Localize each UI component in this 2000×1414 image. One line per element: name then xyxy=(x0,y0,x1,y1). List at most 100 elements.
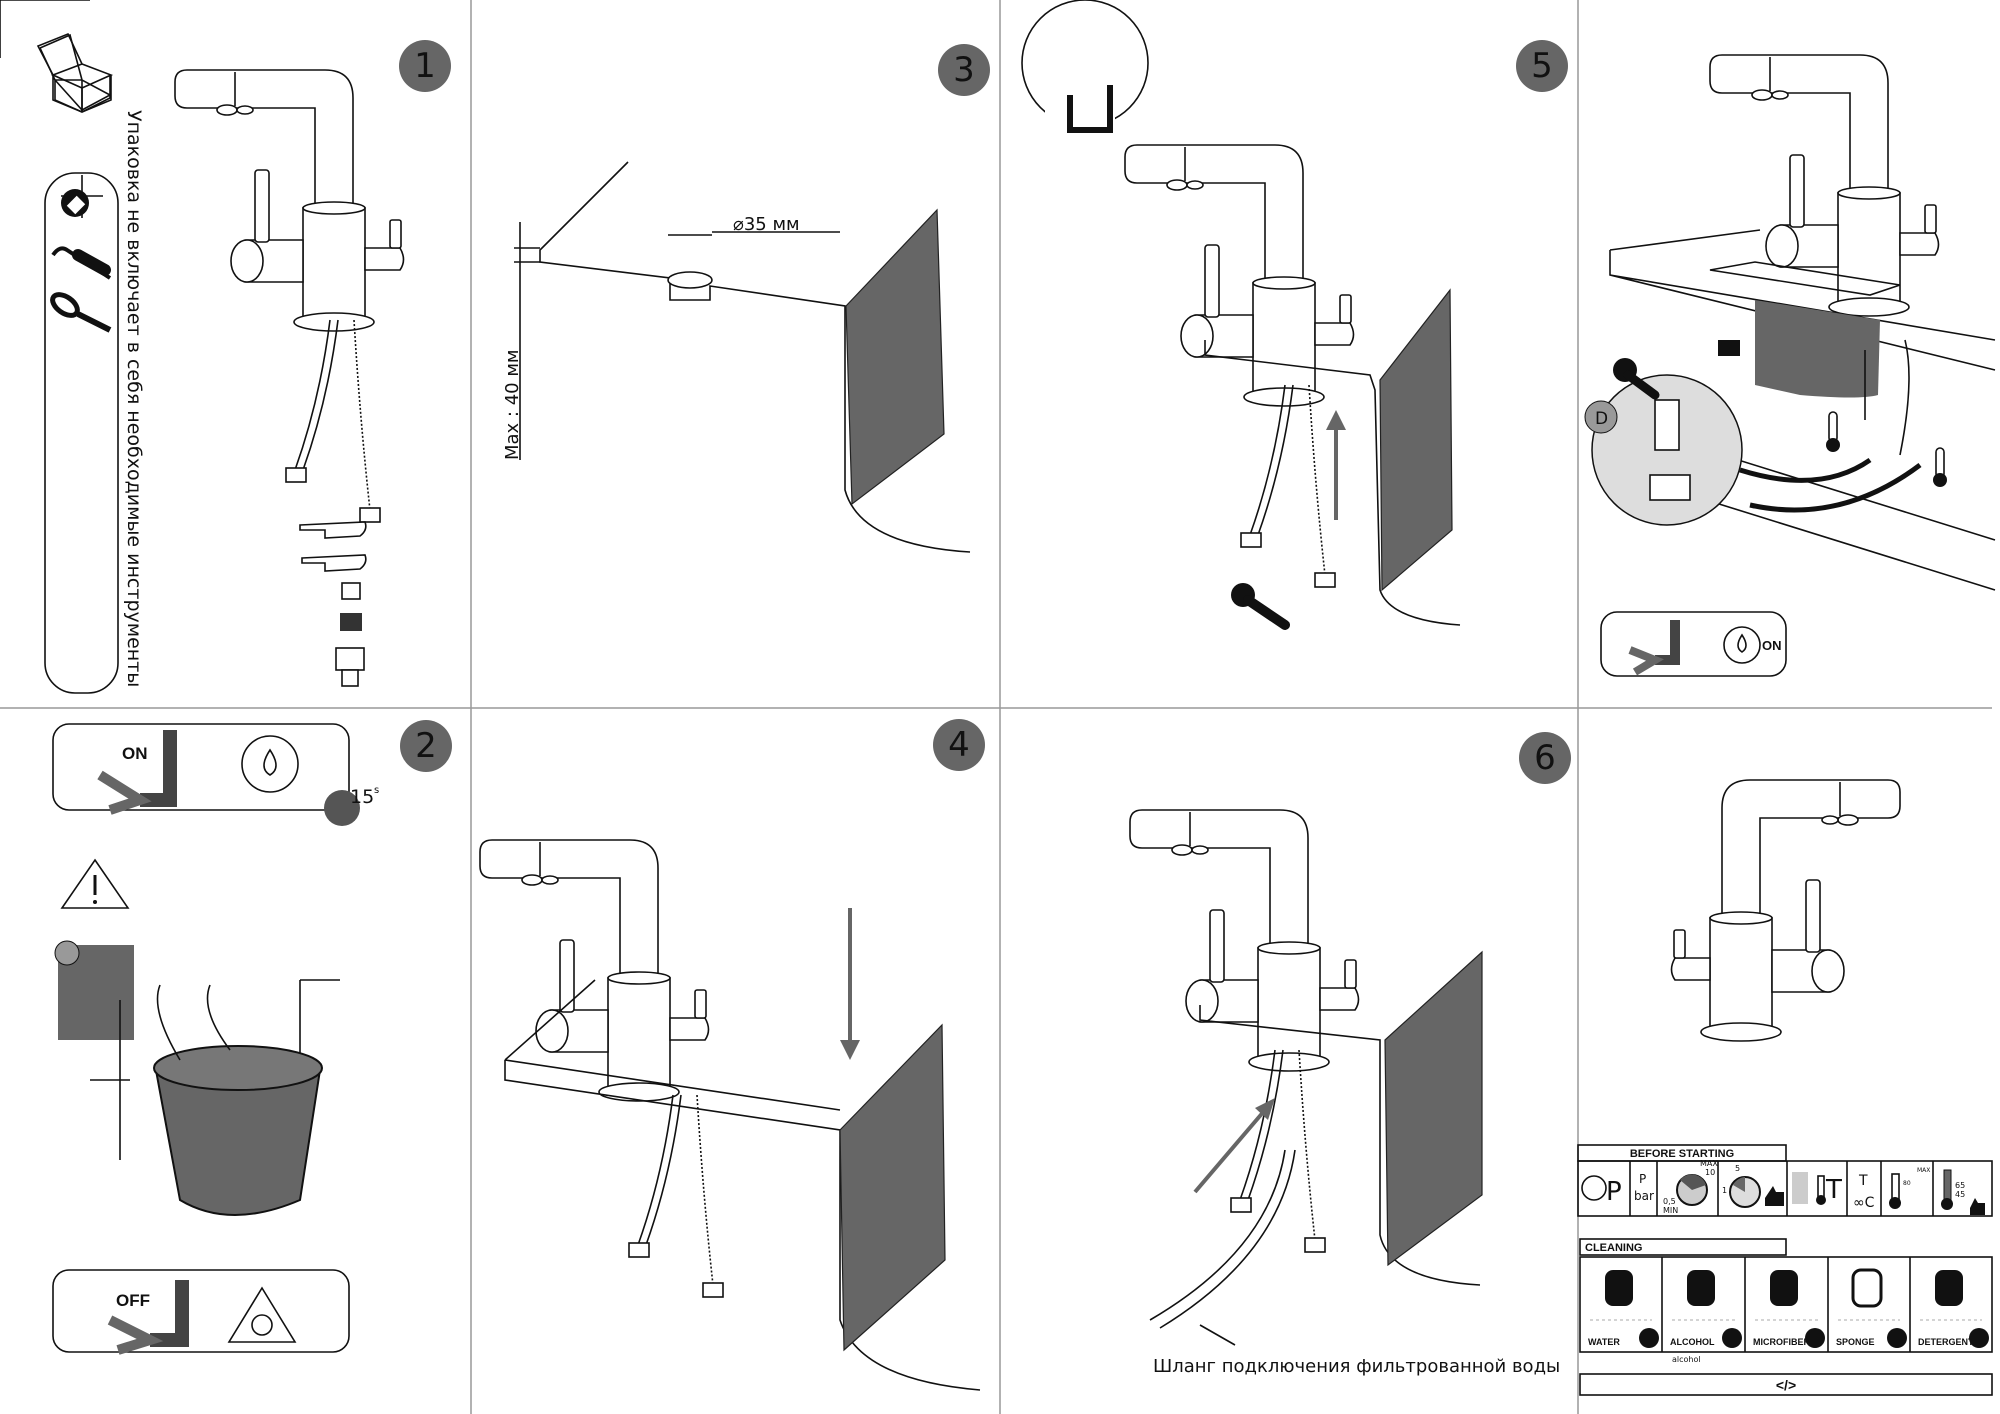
wrench-icon xyxy=(1231,583,1290,630)
cleaning-item-sponge: SPONGE xyxy=(1836,1268,1907,1348)
countertop-drawing xyxy=(504,979,981,1391)
caption-pointer xyxy=(1199,1324,1236,1346)
svg-text:5: 5 xyxy=(1735,1164,1740,1173)
thermometer-max-icon xyxy=(1889,1173,1901,1209)
down-arrow-icon xyxy=(840,908,860,1060)
valve-label: D xyxy=(1595,409,1608,429)
svg-text:65: 65 xyxy=(1955,1181,1965,1190)
step-badge-1: 1 xyxy=(399,40,451,92)
countertop-drawing xyxy=(1204,288,1461,626)
water-drop-icon xyxy=(241,735,299,793)
sink-inset-icon xyxy=(1021,0,1149,133)
cleaning-item-alcohol: ALCOHOL xyxy=(1670,1270,1742,1348)
screwdriver-icon xyxy=(50,292,112,333)
microfiber-cloth-icon xyxy=(1770,1270,1798,1306)
tools-box xyxy=(44,172,119,694)
svg-text:SPONGE: SPONGE xyxy=(1836,1337,1875,1347)
water-heater-icon xyxy=(1792,1172,1808,1204)
svg-text:3: 3 xyxy=(953,50,975,90)
thumbs-up-icon xyxy=(1765,1186,1784,1206)
thermometer-icon xyxy=(1816,1175,1826,1205)
valve-open-icon xyxy=(1628,620,1680,676)
pressure-range-gauge-icon xyxy=(1676,1174,1708,1206)
box-icon xyxy=(36,32,114,113)
dimension-diameter xyxy=(668,231,840,236)
mounting-parts xyxy=(299,521,367,687)
svg-text:5: 5 xyxy=(1531,46,1553,86)
svg-text:4: 4 xyxy=(948,725,970,765)
not-allowed-badge xyxy=(1969,1328,1989,1348)
svg-text:6: 6 xyxy=(1534,738,1556,778)
timer-value: 15 xyxy=(350,786,374,808)
svg-text:bar: bar xyxy=(1634,1189,1654,1203)
dimension-thickness xyxy=(514,222,540,460)
wrench-icon xyxy=(61,189,111,276)
hex-key-icon xyxy=(51,246,112,280)
tools-note: Упаковка не включает в себя необходимые … xyxy=(123,110,145,687)
spray-bottle-icon xyxy=(1687,1270,1715,1306)
svg-text:T: T xyxy=(1858,1173,1868,1189)
no-water-icon xyxy=(227,1286,297,1343)
diagonal-arrow-icon xyxy=(1193,1098,1275,1194)
svg-text:T: T xyxy=(1825,1175,1842,1205)
svg-text:∞C: ∞C xyxy=(1853,1195,1875,1211)
on-instruction-box xyxy=(1600,611,1787,677)
faucet-drawing xyxy=(1129,809,1360,1072)
svg-text:BEFORE STARTING: BEFORE STARTING xyxy=(1630,1148,1734,1160)
countertop-drawing xyxy=(1199,950,1483,1286)
valve-detail-icon xyxy=(1584,374,1743,526)
max-thickness-label: Max : 40 мм xyxy=(502,349,523,460)
code-symbol: </> xyxy=(1776,1377,1796,1393)
faucet-drawing xyxy=(1124,144,1355,407)
svg-text:P: P xyxy=(1639,1172,1646,1186)
svg-text:80: 80 xyxy=(1903,1180,1911,1187)
on-label: ON xyxy=(1762,638,1782,653)
sink-cabinet-drawing xyxy=(1609,229,1996,591)
warning-icon xyxy=(60,858,130,909)
cleaning-item-microfiber: MICROFIBER xyxy=(1753,1270,1825,1348)
step-badge-5: 5 xyxy=(1516,40,1568,92)
thermometer-cold-icon xyxy=(1826,411,1840,452)
hose-caption: Шланг подключения фильтрованной воды xyxy=(1153,1356,1560,1377)
svg-text:1: 1 xyxy=(1722,1186,1727,1195)
step-badge-2: 2 xyxy=(400,720,452,772)
on-instruction-box xyxy=(52,723,350,811)
cleaning-item-detergent: DETERGENT xyxy=(1918,1270,1989,1348)
hoses-drawing xyxy=(1230,1049,1326,1253)
faucet-drawing xyxy=(174,69,405,332)
filtered-water-hose xyxy=(1149,1149,1296,1329)
countertop-drawing xyxy=(539,161,971,553)
svg-text:MAX: MAX xyxy=(1917,1167,1930,1174)
step-badge-4: 4 xyxy=(933,719,985,771)
bucket-drawing xyxy=(90,979,340,1216)
thermometer-hot-icon xyxy=(1933,447,1947,487)
sponge-icon xyxy=(1851,1268,1883,1308)
svg-text:MICROFIBER: MICROFIBER xyxy=(1753,1337,1810,1347)
faucet-drawing xyxy=(1709,54,1940,317)
allowed-badge xyxy=(1805,1328,1825,1348)
on-label: ON xyxy=(122,744,148,763)
hoses-drawing xyxy=(285,319,381,523)
svg-text:10: 10 xyxy=(1705,1168,1715,1177)
faucet-drawing xyxy=(1670,779,1901,1042)
detergent-bottle-icon xyxy=(1935,1270,1963,1306)
pressure-ok-gauge-icon xyxy=(1729,1176,1784,1208)
wrench-icon xyxy=(1613,358,1660,400)
svg-text:MIN: MIN xyxy=(1663,1206,1678,1215)
cleaning-item-water: WATER xyxy=(1588,1270,1659,1348)
valve-close-icon xyxy=(107,1280,189,1355)
hoses-drawing xyxy=(628,1094,724,1298)
before-starting-table: BEFORE STARTING P P bar 0,5 MIN MAX 10 5… xyxy=(1577,1144,1993,1217)
timer-unit: s xyxy=(374,785,379,796)
svg-text:1: 1 xyxy=(414,46,436,86)
svg-text:0,5: 0,5 xyxy=(1663,1197,1676,1206)
valve-open-icon xyxy=(97,730,177,815)
allowed-badge xyxy=(1639,1328,1659,1348)
svg-text:WATER: WATER xyxy=(1588,1337,1620,1347)
off-label: OFF xyxy=(116,1291,150,1310)
not-allowed-badge xyxy=(1887,1328,1907,1348)
hoses-drawing xyxy=(1240,384,1336,588)
svg-text:MAX: MAX xyxy=(1700,1159,1718,1168)
